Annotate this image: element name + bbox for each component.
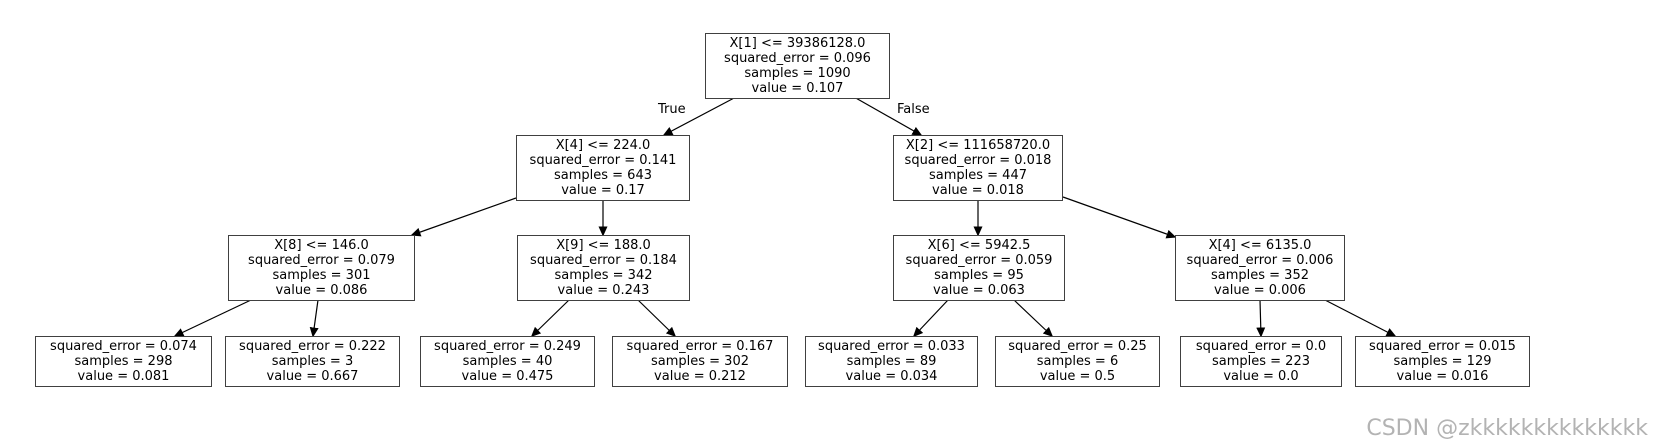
node-squared-error: squared_error = 0.059 (905, 253, 1053, 268)
node-value: value = 0.475 (461, 369, 554, 384)
node-value: value = 0.018 (932, 183, 1024, 198)
node-condition: X[2] <= 111658720.0 (905, 138, 1051, 153)
node-samples: samples = 643 (553, 168, 652, 183)
edge-rr-rrl (1256, 299, 1266, 338)
edge-rl-rll (912, 299, 949, 338)
node-samples: samples = 129 (1393, 354, 1492, 369)
tree-leaf-lll: squared_error = 0.074 samples = 298 valu… (35, 336, 212, 387)
edge-root-r (853, 96, 923, 136)
tree-node-rr: X[4] <= 6135.0 squared_error = 0.006 sam… (1175, 235, 1345, 301)
node-squared-error: squared_error = 0.184 (530, 253, 677, 268)
node-samples: samples = 352 (1210, 268, 1309, 283)
node-samples: samples = 302 (650, 354, 749, 369)
node-value: value = 0.086 (275, 283, 368, 298)
node-condition: X[8] <= 146.0 (274, 238, 369, 253)
node-samples: samples = 301 (272, 268, 371, 283)
tree-leaf-rll: squared_error = 0.033 samples = 89 value… (805, 336, 978, 387)
edge-l-ll (410, 197, 517, 237)
tree-leaf-lrr: squared_error = 0.167 samples = 302 valu… (612, 336, 788, 387)
node-condition: X[4] <= 6135.0 (1208, 238, 1312, 253)
node-samples: samples = 89 (846, 354, 937, 369)
node-squared-error: squared_error = 0.141 (529, 153, 677, 168)
edge-lr-lrl (530, 299, 570, 338)
tree-node-l: X[4] <= 224.0 squared_error = 0.141 samp… (516, 135, 690, 201)
edge-root-l (662, 96, 737, 136)
edge-rl-rlr (1013, 299, 1054, 338)
node-squared-error: squared_error = 0.25 (1008, 339, 1147, 354)
edge-rr-rrr (1324, 299, 1397, 337)
tree-leaf-llr: squared_error = 0.222 samples = 3 value … (225, 336, 400, 387)
tree-leaf-rlr: squared_error = 0.25 samples = 6 value =… (995, 336, 1160, 387)
edge-r-rr (1062, 196, 1177, 239)
tree-node-rl: X[6] <= 5942.5 squared_error = 0.059 sam… (893, 235, 1065, 301)
node-condition: X[9] <= 188.0 (556, 238, 651, 253)
node-value: value = 0.006 (1214, 283, 1306, 298)
node-squared-error: squared_error = 0.0 (1195, 339, 1327, 354)
node-condition: X[1] <= 39386128.0 (729, 36, 866, 51)
node-samples: samples = 3 (271, 354, 354, 369)
edge-ll-llr (309, 299, 319, 338)
edge-label-true: True (658, 102, 686, 117)
node-samples: samples = 6 (1036, 354, 1119, 369)
node-value: value = 0.0 (1223, 369, 1299, 384)
node-value: value = 0.063 (933, 283, 1025, 298)
node-value: value = 0.667 (266, 369, 359, 384)
tree-leaf-rrr: squared_error = 0.015 samples = 129 valu… (1355, 336, 1530, 387)
node-squared-error: squared_error = 0.096 (724, 51, 871, 66)
edge-lr-lrr (637, 299, 677, 338)
node-squared-error: squared_error = 0.033 (818, 339, 965, 354)
node-condition: X[4] <= 224.0 (555, 138, 651, 153)
tree-node-root: X[1] <= 39386128.0 squared_error = 0.096… (705, 33, 890, 99)
node-squared-error: squared_error = 0.074 (50, 339, 197, 354)
node-value: value = 0.17 (561, 183, 645, 198)
csdn-watermark: CSDN @zkkkkkkkkkkkkkk (1366, 416, 1648, 441)
node-value: value = 0.5 (1039, 369, 1116, 384)
node-samples: samples = 1090 (744, 66, 851, 81)
node-squared-error: squared_error = 0.006 (1186, 253, 1334, 268)
node-value: value = 0.016 (1396, 369, 1489, 384)
edge-label-false: False (897, 102, 930, 117)
node-squared-error: squared_error = 0.222 (239, 339, 386, 354)
node-samples: samples = 447 (928, 168, 1027, 183)
node-value: value = 0.081 (77, 369, 170, 384)
node-value: value = 0.034 (845, 369, 938, 384)
tree-node-lr: X[9] <= 188.0 squared_error = 0.184 samp… (517, 235, 690, 301)
node-squared-error: squared_error = 0.015 (1369, 339, 1516, 354)
edge-ll-lll (173, 299, 252, 337)
tree-leaf-lrl: squared_error = 0.249 samples = 40 value… (420, 336, 595, 387)
tree-node-r: X[2] <= 111658720.0 squared_error = 0.01… (893, 135, 1063, 201)
node-samples: samples = 298 (74, 354, 173, 369)
node-squared-error: squared_error = 0.018 (904, 153, 1052, 168)
node-samples: samples = 95 (934, 268, 1024, 283)
node-value: value = 0.212 (654, 369, 746, 384)
node-samples: samples = 223 (1211, 354, 1310, 369)
node-squared-error: squared_error = 0.167 (626, 339, 774, 354)
node-value: value = 0.243 (557, 283, 650, 298)
node-squared-error: squared_error = 0.249 (434, 339, 581, 354)
tree-node-ll: X[8] <= 146.0 squared_error = 0.079 samp… (228, 235, 415, 301)
node-samples: samples = 40 (462, 354, 553, 369)
node-squared-error: squared_error = 0.079 (248, 253, 395, 268)
tree-leaf-rrl: squared_error = 0.0 samples = 223 value … (1180, 336, 1342, 387)
node-samples: samples = 342 (554, 268, 653, 283)
node-value: value = 0.107 (751, 81, 844, 96)
node-condition: X[6] <= 5942.5 (927, 238, 1031, 253)
